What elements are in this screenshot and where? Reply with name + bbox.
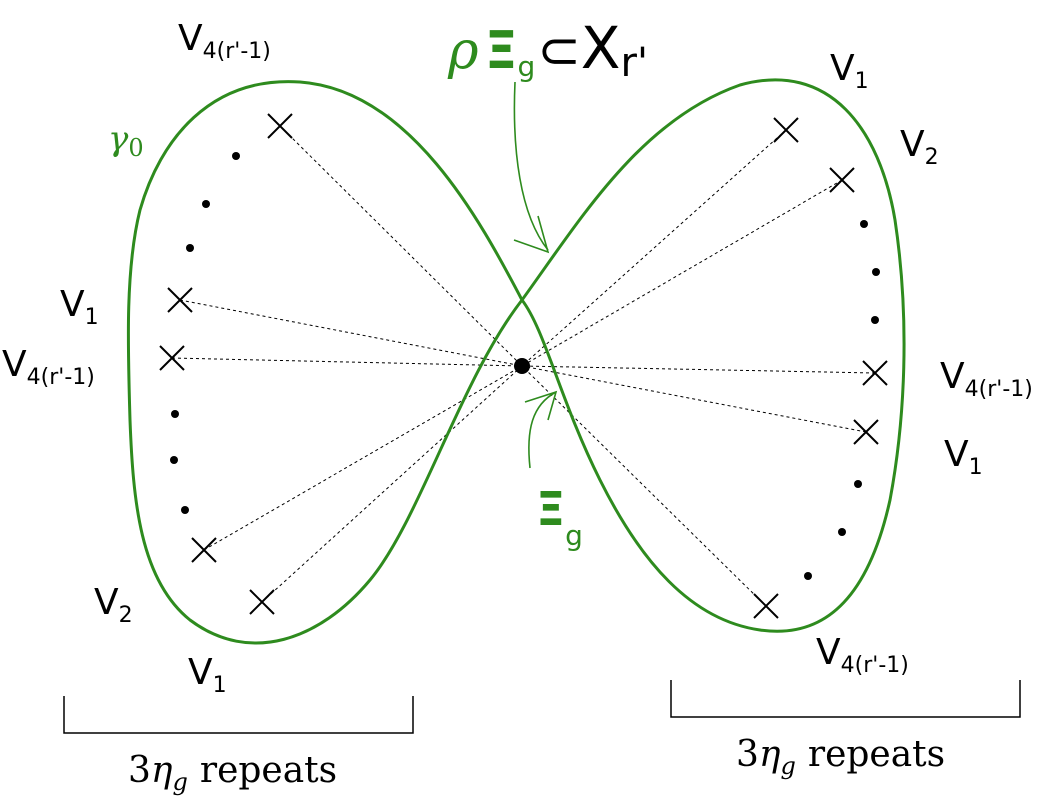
arrow-top <box>513 81 549 251</box>
gamma0-label: γ0 <box>108 119 144 162</box>
ellipsis-dot <box>860 220 868 228</box>
cross-mark <box>249 589 275 615</box>
gamma0-curve <box>126 78 906 645</box>
v-label-right-v1: V1 <box>944 434 983 480</box>
v-label-left-v2: V2 <box>94 582 133 628</box>
dotted-line <box>179 299 523 367</box>
arrowhead-bottom <box>524 390 558 421</box>
ellipsis-dots <box>170 152 880 580</box>
ellipsis-dot <box>854 480 862 488</box>
xi-symbol: Ξ <box>485 21 518 81</box>
cross-mark <box>773 117 799 143</box>
x-subscript: r' <box>621 40 648 86</box>
ellipsis-dot <box>232 152 240 160</box>
cross-mark <box>853 419 879 445</box>
cross-mark <box>862 360 888 386</box>
crosses <box>159 113 888 619</box>
ellipsis-dot <box>171 410 179 418</box>
dotted-line <box>521 365 867 433</box>
subset-symbol: ⊂ <box>537 21 581 81</box>
dotted-line <box>521 179 843 367</box>
arrowhead-top <box>513 215 550 254</box>
arrow-bottom <box>528 391 557 469</box>
right-bracket <box>670 680 1021 718</box>
dotted-lines <box>171 125 876 607</box>
dotted-line <box>279 125 523 367</box>
ellipsis-dot <box>202 200 210 208</box>
ellipsis-dot <box>804 572 812 580</box>
dotted-line <box>521 365 876 374</box>
v-label-left-v1: V1 <box>60 284 99 330</box>
v-label-right-v2: V2 <box>900 124 939 170</box>
brackets <box>63 680 1021 734</box>
ellipsis-dot <box>838 528 846 536</box>
ellipsis-dot <box>872 268 880 276</box>
dotted-line <box>203 365 523 551</box>
dotted-line <box>521 129 787 367</box>
cross-mark <box>753 593 779 619</box>
v-label-left-v4r: V4(r'-1) <box>2 344 95 390</box>
v-label-right-v4r: V4(r'-1) <box>940 356 1033 402</box>
v-label-right-bottom-v4r: V4(r'-1) <box>816 632 909 678</box>
cross-mark <box>159 345 185 371</box>
xi-subscript: g <box>517 50 535 83</box>
ellipsis-dot <box>170 456 178 464</box>
left-bracket <box>63 696 414 734</box>
cross-mark <box>829 167 855 193</box>
v-label-left-bottom-v1: V1 <box>188 652 227 698</box>
basepoint <box>514 358 530 374</box>
ellipsis-dot <box>181 506 189 514</box>
dotted-line <box>171 357 523 367</box>
ellipsis-dot <box>186 244 194 252</box>
cross-mark <box>167 287 193 313</box>
v-label-right-top-v1: V1 <box>830 48 869 94</box>
x-symbol: X <box>581 14 621 82</box>
ellipsis-dot <box>871 316 879 324</box>
xi-g-label: Ξg <box>536 482 583 552</box>
dotted-line <box>261 365 523 603</box>
v-label-left-top: V4(r'-1) <box>178 18 271 64</box>
cross-mark <box>191 537 217 563</box>
cross-mark <box>267 113 293 139</box>
rho-symbol: ρ <box>447 21 479 81</box>
arrows <box>513 81 558 469</box>
